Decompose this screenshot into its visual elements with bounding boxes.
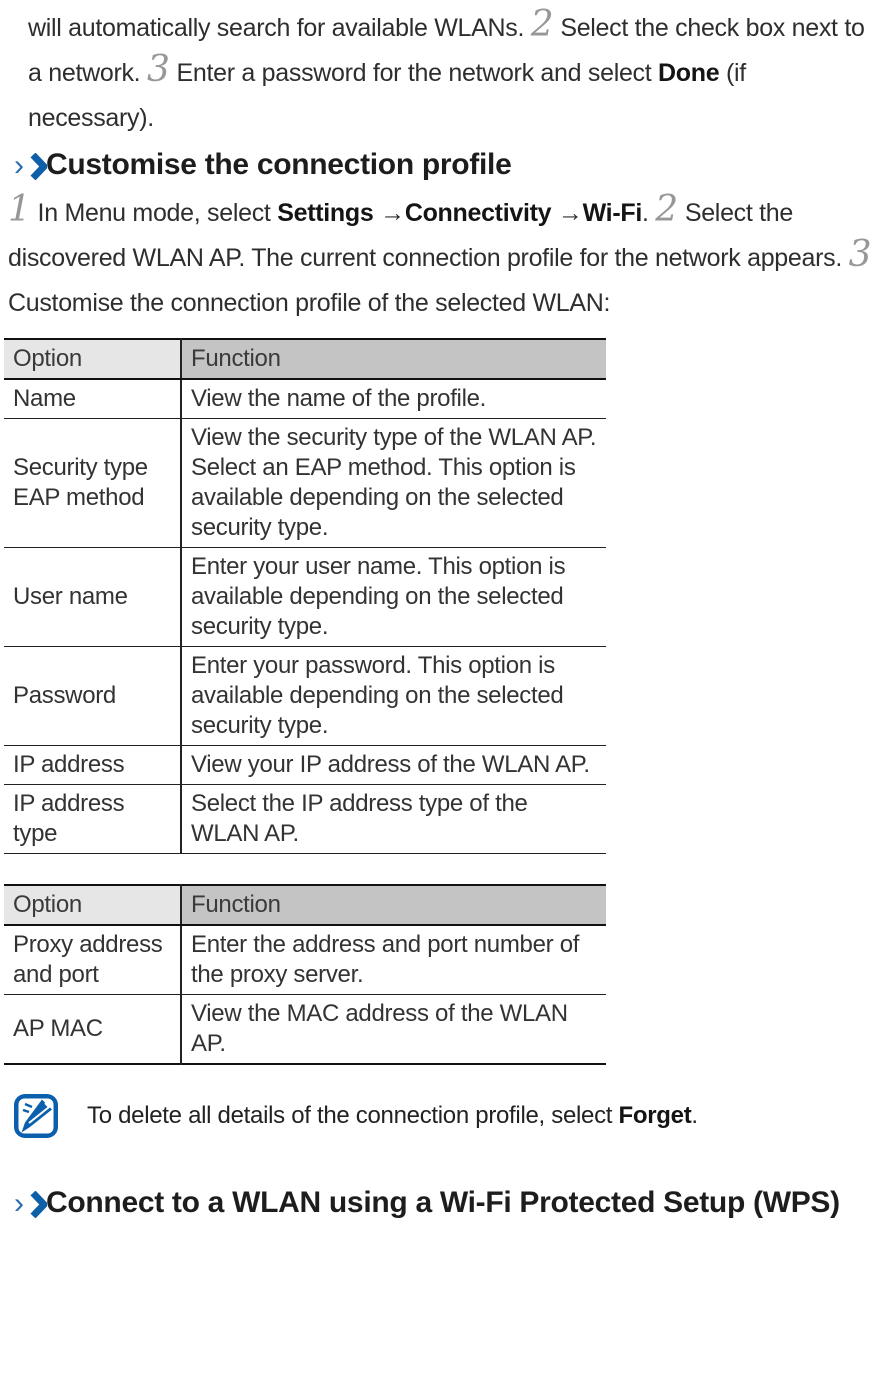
option-cell: User name (4, 547, 182, 647)
section-title: Connect to a WLAN using a Wi-Fi Protecte… (46, 1186, 840, 1219)
column-header-option: Option (4, 339, 182, 380)
note-text: To delete all details of the connection … (87, 1100, 698, 1132)
text-run: → (373, 199, 405, 227)
function-cell: View the MAC address of the WLAN AP. (181, 994, 606, 1065)
option-cell: Proxy address and port (4, 925, 182, 995)
note-callout: To delete all details of the connection … (13, 1093, 874, 1139)
text-run: Select the check box next to a network. (28, 14, 865, 87)
column-header-function: Function (181, 339, 606, 380)
text-run: To delete all details of the connection … (87, 1102, 619, 1129)
bold-text: Wi-Fi (582, 199, 643, 227)
text-run: Customise the connection profile of the … (8, 289, 611, 317)
step-number: 2 (530, 4, 554, 45)
function-cell: Enter the address and port number of the… (181, 925, 606, 995)
function-cell: Enter your user name. This option is ava… (181, 547, 606, 647)
bold-text: Done (658, 59, 720, 87)
bold-text: Connectivity (404, 199, 552, 227)
function-cell: Enter your password. This option is avai… (181, 646, 606, 746)
intro-paragraph: will automatically search for available … (28, 6, 866, 141)
step-number: 3 (848, 234, 872, 275)
option-cell: IP address type (4, 784, 182, 854)
pencil-note-icon (14, 1094, 58, 1138)
text-run: will automatically search for available … (28, 14, 531, 42)
steps-paragraph: 1 In Menu mode, select Settings →Connect… (8, 191, 874, 326)
chevron-thin-icon: › (14, 1187, 24, 1220)
step-number: 1 (8, 189, 31, 230)
option-cell: Password (4, 646, 182, 746)
step-number: 2 (655, 189, 679, 230)
option-cell: Security type EAP method (4, 418, 182, 548)
section-heading-wps: › Connect to a WLAN using a Wi-Fi Protec… (8, 1183, 874, 1223)
text-run: . (691, 1102, 698, 1129)
chevron-bold-icon (30, 1191, 47, 1218)
section-heading-customise-profile: › Customise the connection profile (8, 145, 874, 185)
column-header-option: Option (4, 885, 182, 926)
column-header-function: Function (181, 885, 606, 926)
text-run: In Menu mode, select (30, 199, 278, 227)
option-cell: IP address (4, 745, 182, 785)
option-cell: AP MAC (4, 994, 182, 1065)
text-run: Enter a password for the network and sel… (169, 59, 659, 87)
text-run: . (641, 199, 656, 227)
bold-text: Forget (618, 1102, 692, 1129)
chevron-bold-icon (30, 153, 47, 180)
text-run: (if necessary). (28, 59, 746, 132)
function-cell: View the name of the profile. (181, 379, 606, 419)
text-run: → (551, 199, 583, 227)
bold-text: Settings (277, 199, 374, 227)
function-cell: View your IP address of the WLAN AP. (181, 745, 606, 785)
function-cell: Select the IP address type of the WLAN A… (181, 784, 606, 854)
step-number: 3 (146, 49, 170, 90)
function-cell: View the security type of the WLAN AP. S… (181, 418, 606, 548)
chevron-thin-icon: › (14, 149, 24, 182)
option-cell: Name (4, 379, 182, 419)
section-title: Customise the connection profile (46, 148, 512, 181)
text-run: Select the discovered WLAN AP. The curre… (8, 199, 849, 272)
